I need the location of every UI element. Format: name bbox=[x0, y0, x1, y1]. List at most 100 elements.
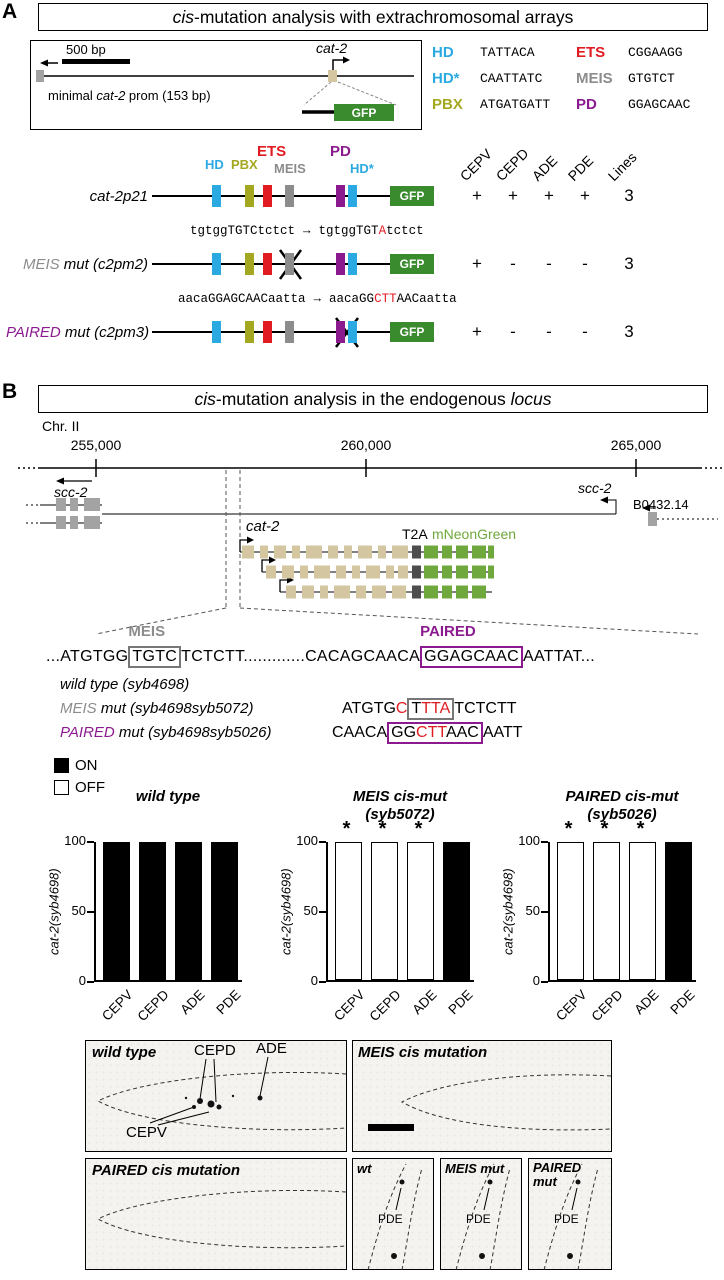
bar-ade bbox=[175, 842, 202, 980]
meis-site-seq: TGTC bbox=[132, 648, 178, 665]
scc2-exon bbox=[56, 498, 66, 511]
mutation-arrow: → bbox=[313, 292, 322, 306]
bar-chart-meis-cis-mut: MEIS cis-mut (syb5072) cat-2(syb4698) *C… bbox=[272, 782, 487, 1040]
label-pbx: PBX bbox=[231, 157, 258, 172]
bar-cepd bbox=[593, 842, 620, 980]
result-row1-cepd: + bbox=[508, 186, 518, 205]
y-tick-label: 0 bbox=[78, 973, 86, 988]
significance-star: * bbox=[600, 818, 609, 840]
panel-a-title: cis-mutation analysis with extrachromoso… bbox=[38, 3, 708, 31]
result-row1-cepv: + bbox=[472, 186, 482, 205]
bar-pde bbox=[211, 842, 238, 980]
bar-ade bbox=[629, 842, 656, 980]
bar-cepv bbox=[557, 842, 584, 980]
scc2-exon bbox=[70, 498, 78, 511]
box-red: TTA bbox=[421, 700, 451, 717]
chromosome-name: Chr. II bbox=[42, 418, 80, 434]
legend-hd: HD bbox=[432, 44, 454, 61]
seq-pre: ...ATGTGG bbox=[46, 648, 129, 665]
legend-on-swatch bbox=[54, 758, 69, 773]
hd-site-box bbox=[212, 253, 221, 275]
cat2-exons bbox=[242, 545, 408, 599]
allele-meis-name: MEIS bbox=[60, 700, 97, 717]
hdstar-site-box bbox=[348, 321, 357, 343]
panel-b-title-italic2: locus bbox=[510, 389, 552, 409]
construct-name-row1: cat-2p21 bbox=[89, 188, 148, 205]
header-cepd: CEPD bbox=[492, 145, 532, 184]
name-italic: PAIRED bbox=[6, 324, 61, 341]
scc2-exon bbox=[70, 516, 78, 529]
box-black: T bbox=[411, 700, 422, 717]
legend-pbx-seq: ATGATGATT bbox=[480, 97, 551, 112]
seq-post: TCTCTT bbox=[454, 700, 517, 717]
chart-title-line1: MEIS cis-mut bbox=[352, 788, 448, 805]
allele-wt-id: (syb4698) bbox=[118, 676, 190, 693]
y-tick-label: 50 bbox=[303, 903, 318, 918]
bar-cepv bbox=[335, 842, 362, 980]
b0432-label: B0432.14 bbox=[633, 497, 689, 512]
y-tick-label: 0 bbox=[310, 973, 318, 988]
header-cepv: CEPV bbox=[456, 145, 495, 184]
cepv-label: CEPV bbox=[126, 1124, 167, 1141]
y-tick-mark bbox=[319, 981, 326, 983]
header-pde: PDE bbox=[564, 152, 597, 184]
seq-mut-red: CTT bbox=[374, 292, 397, 306]
name-italic: MEIS bbox=[22, 256, 60, 273]
small-paired-title: PAIRED mut bbox=[533, 1160, 582, 1189]
header-lines: Lines bbox=[604, 149, 640, 184]
chart-title-line1: PAIRED cis-mut bbox=[565, 788, 679, 805]
significance-star: * bbox=[414, 818, 423, 840]
gfp-box-row1: GFP bbox=[390, 186, 434, 206]
pbx-site-box bbox=[245, 185, 254, 207]
label-hd: HD bbox=[205, 157, 224, 172]
legend-pd-seq: GGAGCAAC bbox=[628, 97, 691, 112]
allele-paired-name: PAIRED bbox=[60, 724, 115, 741]
y-tick-mark bbox=[541, 981, 548, 983]
result-row2-ade: - bbox=[546, 254, 552, 273]
box-pre: GG bbox=[391, 724, 417, 741]
pd-site-box bbox=[336, 185, 345, 207]
meis-site-label: MEIS bbox=[128, 623, 166, 640]
result-row3-cepv: + bbox=[472, 322, 482, 341]
chart-title-line1: wild type bbox=[135, 788, 201, 805]
allele-wt: wild type (syb4698) bbox=[60, 676, 189, 693]
seq-post: AATT bbox=[482, 724, 523, 741]
panel-b-title-italic1: cis bbox=[194, 389, 216, 409]
header-ade: ADE bbox=[528, 152, 561, 184]
seq-mut-red: A bbox=[378, 224, 387, 238]
seq-mut-post: AACaatta bbox=[396, 292, 457, 306]
meis-mut-box: TTTA bbox=[407, 698, 455, 720]
micrograph-paired-title: PAIRED cis mutation bbox=[92, 1162, 241, 1179]
significance-star: * bbox=[342, 818, 351, 840]
ets-site-box bbox=[263, 185, 272, 207]
y-tick-mark bbox=[319, 911, 326, 913]
y-tick-mark bbox=[87, 981, 94, 983]
scc2-exon bbox=[56, 516, 66, 529]
significance-star: * bbox=[636, 818, 645, 840]
label-ets: ETS bbox=[257, 143, 287, 160]
gfp-label: GFP bbox=[399, 189, 425, 203]
label-pd: PD bbox=[330, 143, 351, 160]
chart-plot bbox=[548, 842, 696, 982]
micrograph-wt-title: wild type bbox=[92, 1044, 157, 1061]
hdstar-site-box bbox=[348, 253, 357, 275]
scc2-right-label: scc-2 bbox=[578, 480, 612, 496]
bar-ade bbox=[407, 842, 434, 980]
bar-cepd bbox=[139, 842, 166, 980]
pde-label: PDE bbox=[554, 1212, 579, 1226]
seq-red: C bbox=[395, 700, 408, 717]
coord-260000: 260,000 bbox=[340, 437, 392, 453]
legend-pd: PD bbox=[576, 96, 597, 113]
cat2-locus-label: cat-2 bbox=[246, 518, 280, 535]
gfp-label: GFP bbox=[399, 325, 425, 339]
seq-post: AATTAT... bbox=[522, 648, 596, 665]
chart-plot bbox=[94, 842, 242, 982]
lines-row1: 3 bbox=[624, 186, 634, 205]
mneongreen-label: mNeonGreen bbox=[432, 526, 517, 542]
coord-265000: 265,000 bbox=[610, 437, 662, 453]
seq-mut-pre: aacaGG bbox=[329, 292, 375, 306]
